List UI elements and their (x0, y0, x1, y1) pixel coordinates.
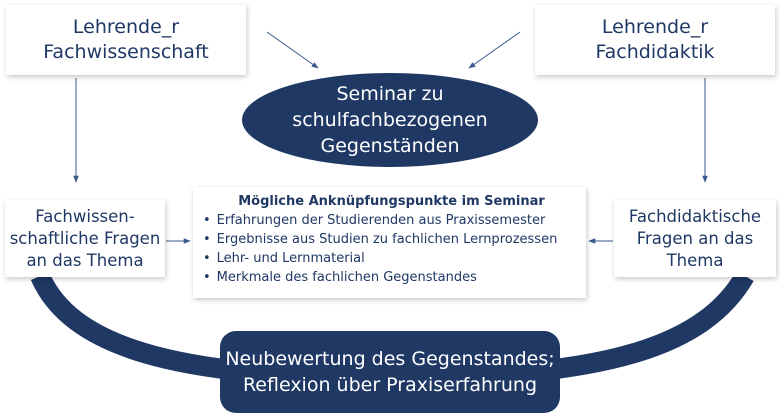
lecturer-subject-box: Lehrende_r Fachwissenschaft (6, 5, 246, 75)
reevaluation-box: Neubewertung des Gegenstandes; Reflexion… (220, 331, 560, 413)
reevaluation-line1: Neubewertung des Gegenstandes; (225, 348, 555, 370)
lecturer-didactics-box: Lehrende_r Fachdidaktik (535, 5, 775, 75)
lecturer-subject-line2: Fachwissenschaft (43, 41, 209, 63)
lecturer-subject-line1: Lehrende_r (72, 16, 180, 38)
subject-questions-box: Fachwissen- schaftliche Fragen an das Th… (5, 200, 165, 277)
list-item: Ergebnisse aus Studien zu fachlichen Ler… (203, 230, 580, 249)
didactic-questions-line2: Fragen an das (636, 228, 754, 248)
subject-questions-line3: an das Thema (26, 250, 144, 270)
list-item: Erfahrungen der Studierenden aus Praxiss… (203, 211, 580, 230)
arrow-right-to-seminar (468, 31, 521, 69)
seminar-line3: Gegenständen (320, 135, 460, 157)
lecturer-didactics-line2: Fachdidaktik (595, 41, 715, 63)
list-item: Lehr- und Lernmaterial (203, 249, 580, 268)
didactic-questions-box: Fachdidaktische Fragen an das Thema (614, 200, 776, 277)
seminar-ellipse (242, 73, 538, 167)
connection-points-list: Erfahrungen der Studierenden aus Praxiss… (203, 211, 580, 287)
list-item: Merkmale des fachlichen Gegenstandes (203, 268, 580, 287)
seminar-line1: Seminar zu (336, 83, 444, 105)
subject-questions-line2: schaftliche Fragen (9, 228, 161, 248)
seminar-line2: schulfachbezogenen (292, 109, 488, 131)
seminar-label: Seminar zu schulfachbezogenen Gegenständ… (242, 73, 538, 167)
subject-questions-line1: Fachwissen- (35, 206, 135, 226)
arrow-left-to-seminar (266, 31, 319, 69)
reevaluation-line2: Reflexion über Praxiserfahrung (242, 374, 538, 396)
connection-points-box: Mögliche Anknüpfungspunkte im Seminar Er… (193, 187, 586, 298)
didactic-questions-line3: Thema (666, 250, 724, 270)
connection-points-title: Mögliche Anknüpfungspunkte im Seminar (238, 194, 545, 209)
didactic-questions-line1: Fachdidaktische (628, 206, 762, 226)
lecturer-didactics-line1: Lehrende_r (601, 16, 709, 38)
